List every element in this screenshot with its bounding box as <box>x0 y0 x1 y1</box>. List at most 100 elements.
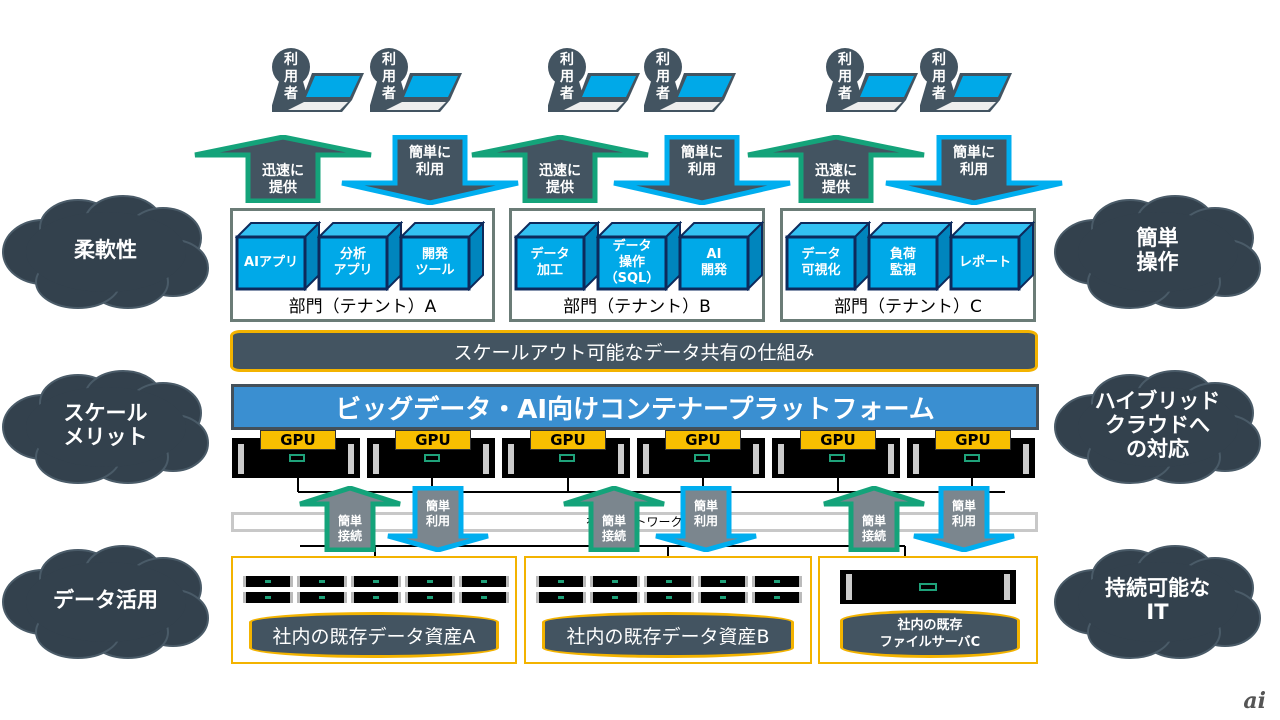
bottom-arrow-up: 簡単接続 <box>822 485 926 553</box>
storage-server-icon <box>590 592 640 603</box>
storage-server-icon <box>536 576 586 587</box>
user-label: 利用者 <box>560 52 574 102</box>
app-cube: 開発ツール <box>399 221 485 291</box>
arrow-up-icon <box>563 485 665 553</box>
storage-server-icon <box>644 576 694 587</box>
storage-server-icon <box>297 592 347 603</box>
top-arrow-down: 簡単に利用 <box>340 134 520 206</box>
cloud-icon <box>1054 545 1261 659</box>
benefit-cloud: 柔軟性 <box>0 190 213 310</box>
gpu-server: GPU <box>772 430 900 478</box>
arrow-label: 簡単に利用 <box>953 145 995 178</box>
cloud-label: ハイブリッドクラウドへの対応 <box>1094 389 1221 461</box>
storage-server-icon <box>459 576 509 587</box>
data-asset-cylinder: 社内の既存データ資産B <box>542 612 794 658</box>
storage-server-icon <box>243 576 293 587</box>
user-with-laptop: 利用者 <box>920 48 1020 112</box>
gpu-label: GPU <box>395 430 471 450</box>
arrow-down-icon <box>885 134 1063 206</box>
arrow-up-icon <box>471 134 649 204</box>
server-icon <box>238 444 354 474</box>
tenant-name: 部門（テナント）A <box>288 297 437 317</box>
app-cube: データ可視化 <box>785 221 871 291</box>
cube-icon <box>317 221 403 291</box>
storage-server-icon <box>243 592 293 603</box>
cloud-icon <box>1054 195 1261 309</box>
user-label: 利用者 <box>656 52 670 102</box>
arrow-label: 簡単に利用 <box>409 145 451 178</box>
bottom-arrow-down: 簡単利用 <box>912 485 1016 553</box>
storage-server-icon <box>698 576 748 587</box>
app-cube: 分析アプリ <box>317 221 403 291</box>
user-laptop-icon <box>920 48 1012 112</box>
user-with-laptop: 利用者 <box>826 48 926 112</box>
bottom-arrow-up: 簡単接続 <box>298 485 402 553</box>
user-laptop-icon <box>548 48 640 112</box>
server-icon <box>643 444 759 474</box>
server-icon <box>913 444 1029 474</box>
file-server-icon <box>840 570 1016 604</box>
bottom-arrow-down: 簡単利用 <box>654 485 758 553</box>
user-label: 利用者 <box>284 52 298 102</box>
arrow-down-icon <box>655 485 757 553</box>
app-label: データ可視化 <box>801 247 841 278</box>
user-laptop-icon <box>644 48 736 112</box>
arrow-label: 簡単接続 <box>601 514 626 543</box>
benefit-cloud: データ活用 <box>0 540 213 660</box>
arrow-label: 簡単に利用 <box>681 145 723 178</box>
container-platform-bar: ビッグデータ・AI向けコンテナープラットフォーム <box>231 384 1039 430</box>
benefit-cloud: スケールメリット <box>0 365 213 485</box>
gpu-label: GPU <box>800 430 876 450</box>
app-cube: AIアプリ <box>235 221 321 291</box>
user-laptop-icon <box>826 48 918 112</box>
arrow-label: 簡単利用 <box>425 499 450 528</box>
arrow-up-icon <box>299 485 401 553</box>
arrow-down-icon <box>341 134 519 206</box>
data-asset-cylinder: 社内の既存データ資産A <box>249 612 499 658</box>
user-laptop-icon <box>272 48 364 112</box>
user-label: 利用者 <box>382 52 396 102</box>
top-arrow-down: 簡単に利用 <box>612 134 792 206</box>
user-with-laptop: 利用者 <box>370 48 470 112</box>
storage-server-icon <box>351 592 401 603</box>
storage-server-icon <box>752 576 802 587</box>
storage-server-icon <box>459 592 509 603</box>
user-with-laptop: 利用者 <box>272 48 372 112</box>
server-icon <box>373 444 489 474</box>
arrow-up-icon <box>823 485 925 553</box>
storage-server-icon <box>405 576 455 587</box>
storage-server-icon <box>698 592 748 603</box>
app-cube: データ加工 <box>514 221 600 291</box>
storage-server-icon <box>536 592 586 603</box>
benefit-cloud: ハイブリッドクラウドへの対応 <box>1050 365 1265 485</box>
top-arrow-up: 迅速に提供 <box>746 134 926 204</box>
arrow-label: 簡単接続 <box>861 514 886 543</box>
cloud-label: スケールメリット <box>63 401 148 449</box>
app-cube: レポート <box>949 221 1035 291</box>
arrow-down-icon <box>613 134 791 206</box>
gpu-server: GPU <box>502 430 630 478</box>
top-arrow-up: 迅速に提供 <box>470 134 650 204</box>
app-label: レポート <box>958 255 1011 270</box>
data-asset-group: 社内の既存データ資産B <box>524 556 812 664</box>
user-laptop-icon <box>370 48 462 112</box>
app-label: 分析アプリ <box>333 247 373 278</box>
user-with-laptop: 利用者 <box>548 48 648 112</box>
arrow-label: 迅速に提供 <box>262 163 304 196</box>
app-label: 開発ツール <box>415 247 455 278</box>
gpu-label: GPU <box>935 430 1011 450</box>
cloud-icon <box>1054 370 1261 484</box>
arrow-up-icon <box>747 134 925 204</box>
storage-server-icon <box>644 592 694 603</box>
gpu-label: GPU <box>530 430 606 450</box>
tenant-box: データ可視化負荷監視レポート部門（テナント）C <box>780 208 1036 322</box>
arrow-down-icon <box>913 485 1015 553</box>
bottom-arrow-down: 簡単利用 <box>386 485 490 553</box>
site-logo: ai <box>1243 688 1266 714</box>
cloud-icon <box>2 545 209 659</box>
data-asset-group: 社内の既存データ資産A <box>231 556 517 664</box>
